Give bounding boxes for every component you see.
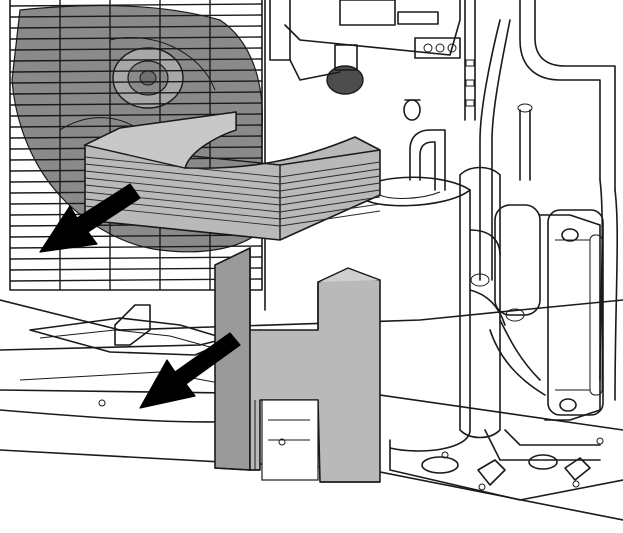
removal-arrow-lower	[139, 332, 241, 409]
horizontal-foam-block	[82, 111, 381, 241]
foam-layer-line	[84, 177, 381, 199]
grille-bar	[9, 14, 263, 18]
foam-layer-line	[84, 163, 381, 185]
control-board	[269, 0, 461, 95]
grille-bar	[9, 102, 263, 106]
grille-bar	[9, 80, 263, 84]
grille-bar	[9, 91, 263, 95]
foam-layer-line	[84, 205, 381, 227]
foam-layer-line	[84, 198, 381, 220]
foam-layer-line	[84, 191, 381, 213]
grille-bar	[9, 256, 263, 260]
grille-bar	[9, 69, 263, 73]
foam-layer-line	[84, 184, 381, 206]
grille-bar	[9, 58, 263, 62]
vertical-h-foam-block	[214, 246, 381, 483]
grille-bar	[9, 36, 263, 40]
foam-layer-line	[84, 156, 381, 178]
grille-bar	[9, 3, 263, 7]
grille-bar	[9, 47, 263, 51]
grille-bar	[9, 25, 263, 29]
accumulator-tank	[459, 166, 604, 461]
foam-layer-line	[84, 170, 381, 192]
removal-arrow-upper	[39, 183, 141, 253]
